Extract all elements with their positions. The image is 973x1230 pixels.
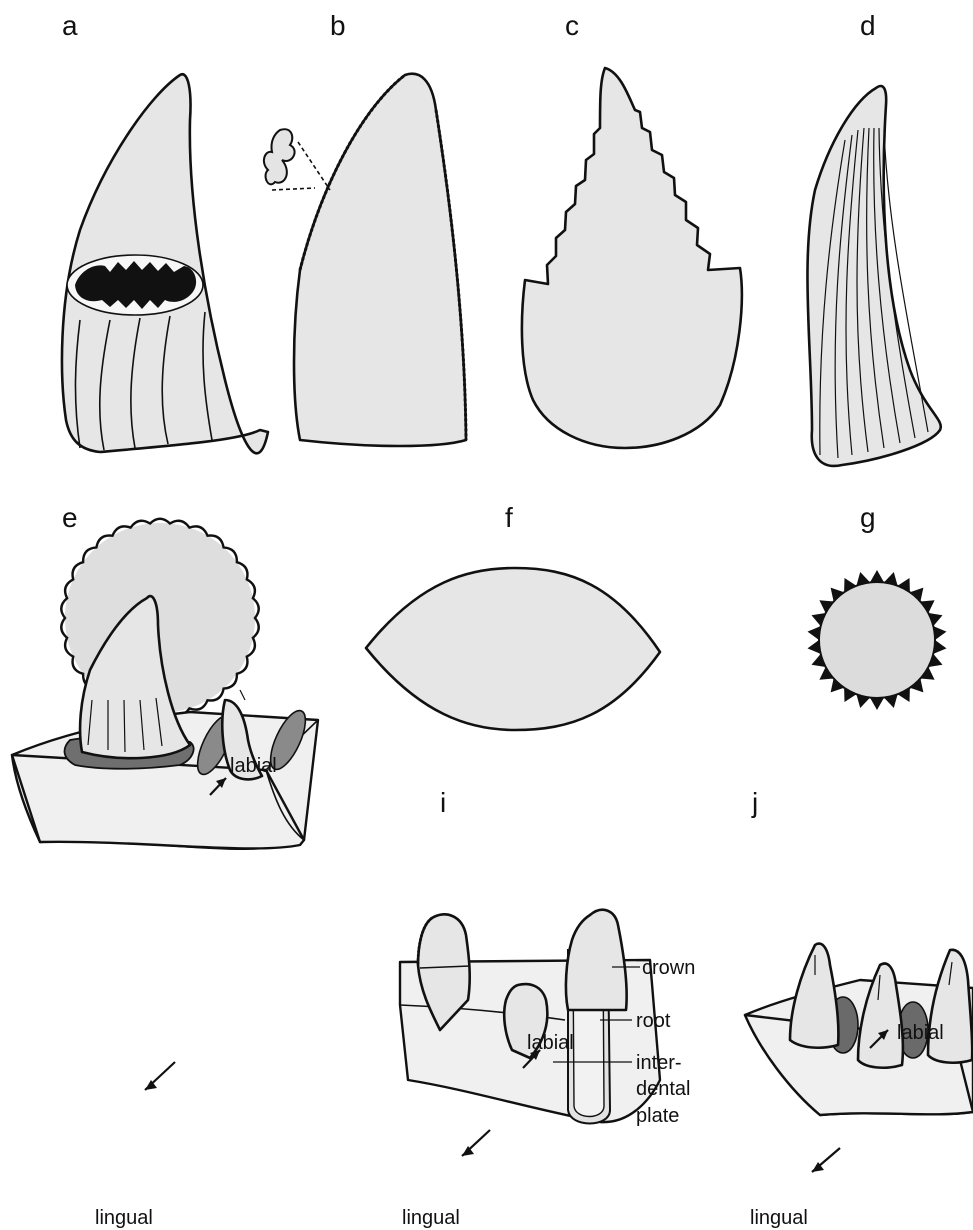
panel-label-d: d (860, 10, 876, 41)
cross-section-f-lenticular (366, 568, 660, 730)
jaw-j (745, 944, 973, 1172)
panel-label-j: j (751, 787, 758, 818)
cross-section-g-denticulate (808, 570, 947, 710)
label-root: root (636, 1010, 671, 1032)
label-labial-i: labial (527, 1032, 574, 1054)
label-lingual-i: lingual (402, 1207, 460, 1229)
panel-label-b: b (330, 10, 346, 41)
panel-label-c: c (565, 10, 579, 41)
tooth-b-finely-serrated (264, 74, 466, 446)
label-interdental-3: plate (636, 1105, 679, 1127)
label-labial-h: labial (230, 755, 277, 777)
panel-label-a: a (62, 10, 78, 41)
tooth-c-leaf-shaped (522, 68, 742, 448)
panel-label-i: i (440, 787, 446, 818)
label-lingual-j: lingual (750, 1207, 808, 1229)
label-lingual-h: lingual (95, 1207, 153, 1229)
label-labial-j: labial (897, 1022, 944, 1044)
cross-section-pulp (67, 255, 203, 315)
tooth-a-conical (62, 74, 268, 453)
tooth-d-ridged (807, 86, 940, 466)
panel-label-g: g (860, 502, 876, 533)
label-interdental-2: dental (636, 1078, 691, 1100)
serration-inset (264, 129, 330, 190)
panel-label-f: f (505, 502, 513, 533)
label-interdental-1: inter- (636, 1052, 682, 1074)
panel-label-e: e (62, 502, 78, 533)
label-crown: crown (642, 957, 695, 979)
